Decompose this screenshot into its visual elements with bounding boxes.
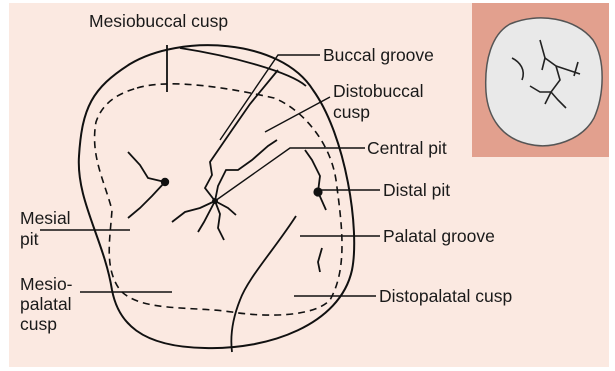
label-palatal-groove: Palatal groove: [383, 226, 495, 246]
inset-photo: [472, 3, 609, 157]
distal-pit-dot: [313, 187, 322, 196]
label-distal-pit: Distal pit: [383, 180, 450, 200]
inset-tooth: [486, 18, 602, 146]
label-central-pit: Central pit: [367, 138, 447, 158]
mesial-pit-dot: [161, 178, 169, 186]
label-buccal-groove: Buccal groove: [323, 45, 434, 65]
label-mesiobuccal-cusp: Mesiobuccal cusp: [89, 11, 228, 31]
label-distopalatal-cusp: Distopalatal cusp: [379, 286, 512, 306]
